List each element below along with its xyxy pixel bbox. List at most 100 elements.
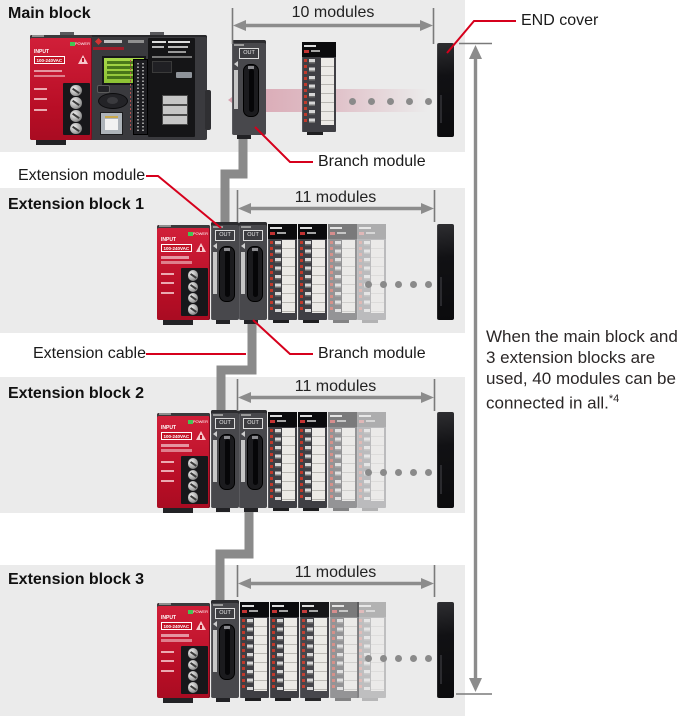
cap-text-2 [307,232,316,234]
psu-input-label: INPUT [161,615,176,622]
terminal-screw [70,84,82,97]
lcd-text-row [107,76,140,79]
module-foot [362,508,378,511]
io-terminal-strip [312,240,325,313]
module-foot [335,698,351,701]
dpad-center-button [107,97,118,104]
module-foot [237,135,251,139]
cpu-red-stripe [93,47,124,50]
io-terminal-strip [344,618,357,691]
power-led-label: POWER [74,41,90,47]
screw-slot [72,125,80,132]
io-terminal-strip [342,240,355,313]
terminal-screw [188,281,199,292]
measure-label-ext1: 11 modules [294,189,377,206]
module-foot [216,320,230,324]
lcd-text-row [107,61,140,64]
connector-socket [243,64,259,117]
cclink-tag [176,72,192,78]
side-rail [241,252,245,294]
out-port-label: OUT [215,230,235,241]
screw-slot [189,650,197,657]
module-foot [244,320,258,324]
status-led-icon [270,231,275,235]
terminal-block [181,268,208,316]
module-foot [216,698,230,702]
io-screw-column [246,619,253,690]
terminal-screw [188,492,199,503]
status-led-icon [330,419,335,423]
ellipsis-dot [394,654,402,662]
io-module-cap [300,602,329,617]
psu-input-label: INPUT [161,237,176,244]
pin-column [136,63,139,131]
io-screw-column [304,429,311,500]
cap-text-1 [330,415,342,417]
branch-module-label-2: Branch module [318,345,426,362]
io-module [240,602,269,701]
terminal-screw [70,97,82,110]
end-cover-module [437,412,454,508]
ellipsis-dot [364,654,372,662]
note-paragraph: When the main block and 3 extension bloc… [486,326,690,414]
extension-out-module: OUT [211,410,239,512]
module-foot [303,320,319,323]
mount-tab [150,32,164,35]
io-side-text [271,619,275,689]
warning-exclaim [200,246,202,251]
psu-voltage-label: 100-240VAC [161,244,192,252]
connector-pin [252,436,258,439]
ellipsis-dot [424,654,432,662]
power-led-label: POWER [192,608,208,614]
power-led-icon [188,419,193,424]
io-module [298,412,327,511]
terminal-screw [70,122,82,135]
module-top-text [234,44,244,46]
lcd-text-row [107,71,140,74]
io-screw-column [334,241,341,312]
io-side-text [329,429,333,499]
connector-pin [224,248,230,251]
branch-module: OUT [232,40,266,139]
psu-rating-text-2 [161,449,192,452]
cap-text-2 [307,420,316,422]
ellipsis-dot [405,97,413,105]
module-foot [275,698,291,701]
psu-input-label: INPUT [161,425,176,432]
ellipsis-dot [424,97,432,105]
terminal-connector [162,95,188,105]
extension-out-module: OUT [211,222,239,324]
psu-terminal-text [161,650,174,653]
io-module-cap [240,602,269,617]
extension-block-2-heading: Extension block 2 [8,385,145,402]
status-led-icon [242,609,247,613]
side-connector-tab [205,90,211,130]
module-foot [303,508,319,511]
panel-text [168,46,188,48]
io-module-cap [328,224,357,239]
io-side-text [299,241,303,311]
module-top-text [241,414,251,416]
power-led-label: POWER [192,230,208,236]
terminal-screw [188,469,199,480]
side-rail [213,252,217,294]
io-terminal-strip [312,428,325,501]
io-module-cap [328,412,357,427]
io-terminal-strip [254,618,267,691]
cap-text-1 [302,605,314,607]
cap-text-1 [304,45,316,47]
psu-foot [36,140,66,145]
screw-slot [189,284,197,290]
module-top-text [213,414,223,416]
end-cover-module [437,43,454,137]
screw-slot [189,483,197,489]
ellipsis-dot [409,468,417,476]
module-top-text [213,604,223,606]
io-screw-column [363,241,370,312]
measure-label-main: 10 modules [291,4,375,21]
cap-text-2 [339,610,348,612]
psu-foot [163,698,193,703]
ethernet-gold-pins [105,116,118,118]
terminal-screw [188,458,199,469]
panel-text [152,46,164,48]
